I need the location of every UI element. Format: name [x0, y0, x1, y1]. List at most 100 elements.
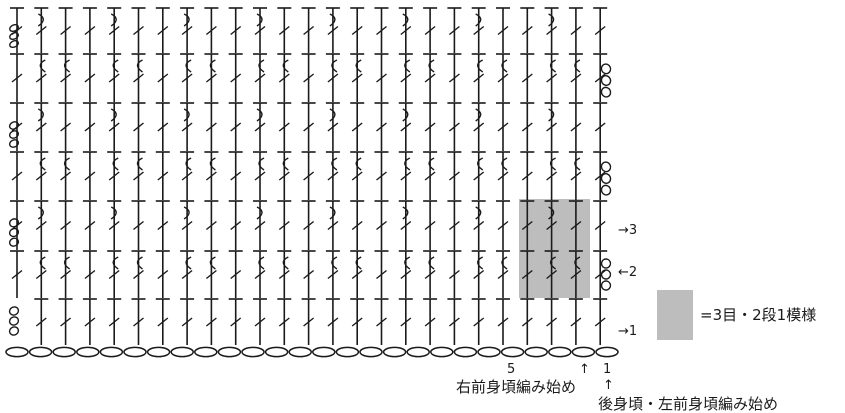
chain-stitch-symbol: [430, 346, 454, 358]
stitch-slash: [35, 171, 47, 181]
stitch-hook: [256, 13, 263, 27]
stitch-slash: [108, 317, 120, 327]
stitch-hook: [402, 206, 409, 220]
stitch-slash: [60, 220, 72, 231]
stitch-slash: [11, 269, 23, 280]
right-front-start-label: 右前身頃編み始め: [456, 378, 576, 396]
stitch-slash: [278, 171, 290, 181]
stitch-slash: [157, 171, 169, 181]
stitch-slash: [546, 171, 558, 181]
stitch-slash: [327, 122, 339, 132]
stitch-slash: [254, 73, 266, 83]
stitch-slash: [351, 171, 363, 181]
stitch-slash: [473, 317, 485, 327]
stitch-slash: [278, 269, 290, 280]
stitch-slash: [84, 73, 96, 83]
legend-text: =3目・2段1模様: [700, 306, 816, 324]
chain-stitch-symbol: [99, 346, 124, 358]
stitch-hook: [404, 256, 411, 270]
stitch-slash: [254, 171, 266, 181]
stitch-slash: [205, 269, 217, 280]
stitch-slash: [205, 122, 217, 132]
chain-stitch-symbol: [146, 346, 171, 358]
stitch-slash: [521, 317, 533, 327]
stitch-hook: [112, 59, 119, 73]
turning-chain-symbol: [9, 39, 19, 49]
stitch-slash: [424, 25, 436, 36]
stitch-slash: [181, 317, 193, 327]
stitch-hook: [282, 157, 289, 171]
stitch-slash: [254, 220, 266, 231]
chain-stitch-symbol: [595, 346, 619, 358]
stitch-slash: [327, 73, 339, 83]
stitch-slash: [521, 171, 533, 181]
stitch-hook: [63, 59, 71, 73]
stitch-slash: [351, 122, 363, 132]
stitch-hook: [136, 59, 143, 73]
stitch-hook: [404, 157, 411, 171]
stitch-hook: [256, 108, 263, 122]
chain-stitch-symbol: [571, 346, 596, 358]
stitch-slash: [376, 171, 387, 181]
stitch-slash: [546, 73, 558, 83]
stitch-slash: [570, 171, 582, 181]
stitch-slash: [448, 220, 460, 231]
stitch-slash: [133, 269, 144, 280]
stitch-slash: [84, 220, 96, 231]
stitch-hook: [477, 157, 484, 171]
chain-stitch-symbol: [335, 346, 360, 358]
stitch-slash: [327, 171, 339, 181]
stitch-slash: [570, 317, 582, 327]
stitch-hook: [282, 59, 289, 73]
stitch-slash: [35, 73, 47, 83]
stitch-slash: [376, 269, 387, 280]
stitch-slash: [327, 220, 339, 231]
stitch-slash: [546, 317, 558, 327]
stitch-slash: [303, 171, 315, 181]
stitch-hook: [185, 256, 192, 270]
stitch-slash: [497, 171, 509, 181]
stitch-hook: [39, 59, 46, 73]
stitch-slash: [133, 220, 144, 231]
stitch-slash: [570, 73, 582, 83]
stitch-hook: [574, 256, 581, 270]
stitch-hook: [183, 108, 190, 122]
stitch-hook: [110, 108, 117, 122]
stitch-hook: [136, 256, 143, 270]
stitch-slash: [351, 25, 363, 36]
stitch-slash: [157, 317, 169, 327]
stitch-slash: [400, 220, 412, 231]
stitch-slash: [546, 122, 558, 132]
turning-chain-symbol: [8, 326, 20, 336]
stitch-slash: [327, 317, 339, 327]
stitch-hook: [477, 256, 484, 270]
stitch-hook: [428, 157, 435, 171]
stitch-slash: [230, 269, 242, 280]
chain-stitch-symbol: [406, 346, 430, 358]
stitch-hook: [548, 108, 555, 122]
chain-stitch-symbol: [194, 346, 218, 358]
stitch-hook: [501, 157, 508, 171]
stitch-slash: [448, 73, 460, 83]
stitch-slash: [181, 122, 193, 132]
chain-stitch-symbol: [170, 346, 194, 358]
stitch-hook: [475, 108, 482, 122]
stitch-slash: [35, 220, 47, 231]
stitch-slash: [497, 220, 509, 231]
stitch-slash: [84, 25, 96, 36]
stitch-slash: [133, 171, 144, 181]
stitch-hook: [112, 256, 119, 270]
chain-stitch-symbol: [312, 346, 336, 358]
stitch-hook: [37, 108, 44, 122]
stitch-slash: [497, 269, 509, 280]
stitch-slash: [473, 73, 485, 83]
stitch-slash: [546, 220, 558, 231]
stitch-hook: [475, 206, 482, 220]
turning-chain-symbol: [600, 86, 612, 98]
chain-stitch-symbol: [264, 346, 289, 358]
chain-stitch-symbol: [548, 346, 572, 358]
stitch-hook: [183, 13, 190, 27]
stitch-slash: [84, 122, 96, 132]
stitch-hook: [548, 13, 555, 27]
